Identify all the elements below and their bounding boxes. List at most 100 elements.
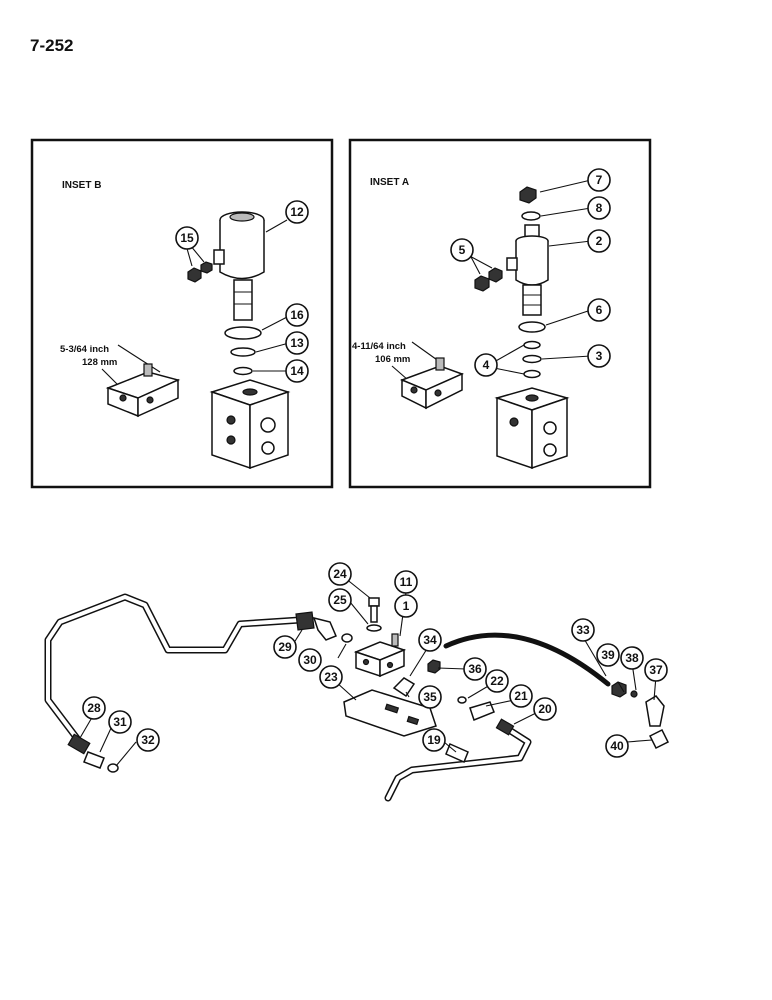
svg-text:33: 33 [576,623,590,637]
fitting-icon [469,701,495,721]
callout-40: 40 [605,734,629,758]
callout-24: 24 [328,562,352,586]
bolt-icon [368,597,380,607]
o-ring-icon [230,347,256,357]
callout-33: 33 [571,618,595,642]
callout-25: 25 [328,588,352,612]
callout-8: 8 [587,196,611,220]
callout-5: 5 [450,238,474,262]
inset-a-title: INSET A [370,177,409,188]
o-ring-icon [341,633,353,643]
callout-31: 31 [108,710,132,734]
page-number: 7-252 [30,36,74,55]
callout-14: 14 [285,359,309,383]
callout-20: 20 [533,697,557,721]
svg-text:1: 1 [403,599,410,613]
svg-text:11: 11 [400,575,413,589]
elbow-fitting-icon [645,695,665,727]
callout-23: 23 [319,665,343,689]
svg-text:39: 39 [601,648,615,662]
dim-leader [117,344,161,373]
inset-b: INSET B 5-3/64 inch 128 mm [30,138,334,489]
elbow-fitting-icon [312,616,337,641]
valve-block-icon [353,633,407,678]
callout-29: 29 [273,635,297,659]
nut-icon [427,659,441,674]
callout-35: 35 [418,685,442,709]
svg-text:15: 15 [180,231,194,245]
o-ring-icon [518,321,546,333]
svg-text:25: 25 [333,593,347,607]
svg-text:3: 3 [596,349,603,363]
callout-22: 22 [485,669,509,693]
svg-text:24: 24 [333,567,347,581]
callout-34: 34 [418,628,442,652]
svg-text:19: 19 [427,733,441,747]
svg-text:38: 38 [625,651,639,665]
inset-b-frame [30,138,334,489]
callout-15: 15 [175,226,199,250]
dim-leader [391,365,409,381]
svg-text:28: 28 [87,701,101,715]
mounting-bracket-icon [343,689,437,737]
hydraulic-tube [44,593,304,749]
fitting-icon [83,751,105,769]
nut-icon [474,267,503,292]
svg-text:23: 23 [324,670,338,684]
callout-32: 32 [136,728,160,752]
svg-text:35: 35 [423,690,437,704]
inset-b-dim-inch: 5-3/64 inch [60,344,109,355]
small-valve-block-icon [399,357,465,410]
lower-assembly [44,593,670,802]
inset-b-dim-mm: 128 mm [82,357,117,368]
svg-text:22: 22 [490,674,504,688]
inset-a-dim-mm: 106 mm [375,354,410,365]
svg-text:6: 6 [596,303,603,317]
callout-6: 6 [587,298,611,322]
o-ring-icon [522,354,542,364]
callout-37: 37 [644,658,668,682]
svg-text:31: 31 [113,715,127,729]
callout-39: 39 [596,643,620,667]
washer-icon [366,624,382,632]
svg-text:12: 12 [290,205,304,219]
callout-30: 30 [298,648,322,672]
dim-leader [101,368,119,386]
o-ring-icon [233,366,253,376]
o-ring-icon [224,326,262,340]
callout-12: 12 [285,200,309,224]
callout-11: 11 [394,570,418,594]
flexible-hose [443,632,611,687]
tube-nut-icon [67,733,91,755]
nut-icon [519,186,537,204]
o-ring-icon [457,696,467,704]
svg-text:34: 34 [423,633,437,647]
svg-text:14: 14 [290,364,304,378]
svg-text:40: 40 [610,739,624,753]
manifold-block-icon [494,387,570,470]
o-ring-icon [107,763,119,773]
svg-text:37: 37 [649,663,663,677]
inset-a: INSET A 4-11/64 inch 106 mm [348,138,652,489]
solenoid-valve-icon [213,211,265,321]
callout-28: 28 [82,696,106,720]
valve-cartridge-icon [506,224,549,316]
fitting-icon [648,728,670,750]
callout-7: 7 [587,168,611,192]
inset-a-dim-inch: 4-11/64 inch [352,341,406,352]
small-valve-block-icon [105,363,181,418]
svg-text:32: 32 [141,733,155,747]
dim-leader [411,341,441,363]
svg-text:30: 30 [303,653,317,667]
svg-text:20: 20 [538,702,552,716]
callout-19: 19 [422,728,446,752]
callout-2: 2 [587,229,611,253]
elbow-fitting-icon [392,677,416,698]
manifold-block-icon [209,379,291,470]
washer-icon [630,690,638,698]
svg-text:5: 5 [459,243,466,257]
o-ring-icon [523,369,541,379]
svg-text:16: 16 [290,308,304,322]
nut-icon [187,261,213,283]
